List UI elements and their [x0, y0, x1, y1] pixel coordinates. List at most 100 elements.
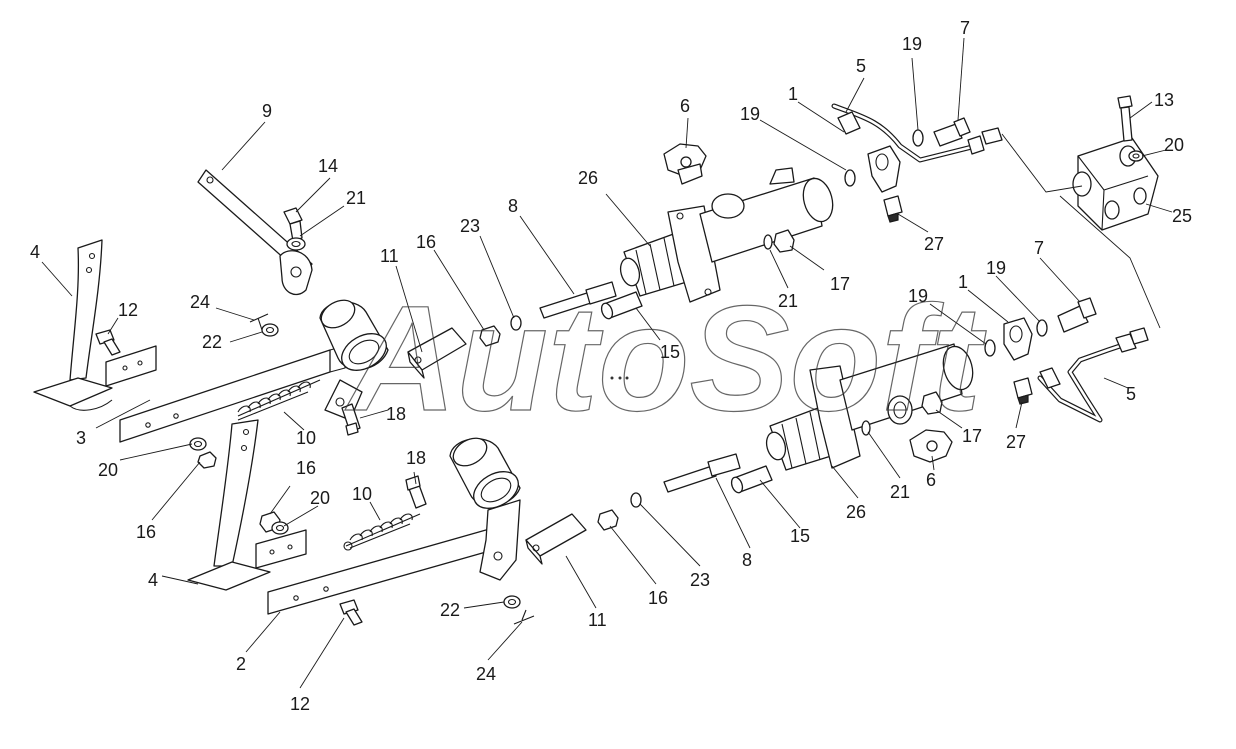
reservoir-cap-6-upper	[663, 143, 707, 185]
washer-23-lower	[630, 492, 642, 508]
banjo-fitting-1-lower	[1003, 317, 1033, 361]
callout-21: 21	[778, 291, 798, 311]
master-cylinder-26-lower	[765, 343, 974, 471]
callout-5: 5	[1126, 384, 1136, 404]
callout-16: 16	[648, 588, 668, 608]
bolt-12-upper	[95, 329, 121, 356]
valve-block-25	[1072, 137, 1159, 231]
pin-15-lower	[730, 465, 773, 494]
callout-7: 7	[1034, 238, 1044, 258]
callout-20: 20	[1164, 135, 1184, 155]
callout-12: 12	[290, 694, 310, 714]
washer-22-upper	[261, 323, 279, 337]
pedal-lever-upper	[33, 239, 113, 411]
pin-18-upper	[341, 403, 361, 436]
callout-13: 13	[1154, 90, 1174, 110]
push-rod-8-lower	[663, 453, 741, 493]
hollow-bolt-7-upper	[933, 117, 971, 147]
reservoir-cap-6-lower	[909, 429, 953, 463]
callout-4: 4	[30, 242, 40, 262]
callout-1: 1	[958, 272, 968, 292]
callout-15: 15	[660, 342, 680, 362]
cotter-24-upper	[249, 313, 269, 331]
pin-15-upper	[600, 291, 643, 320]
callout-12: 12	[118, 300, 138, 320]
callout-14: 14	[318, 156, 338, 176]
washer-20-left	[189, 437, 207, 451]
washer-23-upper	[510, 315, 522, 331]
leader-lines	[41, 37, 1173, 689]
callout-19: 19	[986, 258, 1006, 278]
callout-11: 11	[588, 610, 607, 630]
callout-23: 23	[690, 570, 710, 590]
callout-16: 16	[136, 522, 156, 542]
washer-22-lower	[503, 595, 521, 609]
callout-22: 22	[202, 332, 222, 352]
pin-18-lower	[405, 475, 427, 509]
pedal-arm-lower	[255, 525, 501, 615]
callout-16: 16	[416, 232, 436, 252]
bleeder-27-lower	[1013, 377, 1033, 405]
washer-19-upper-left	[844, 169, 856, 187]
callout-9: 9	[262, 101, 272, 121]
bolt-14	[283, 207, 303, 242]
callout-16: 16	[296, 458, 316, 478]
bolt-13	[1117, 95, 1133, 142]
nut-16-lower	[597, 509, 619, 531]
callout-18: 18	[406, 448, 426, 468]
callout-27: 27	[924, 234, 944, 254]
nut-17-upper	[773, 229, 795, 253]
callout-19: 19	[740, 104, 760, 124]
callout-20: 20	[98, 460, 118, 480]
washer-19-lower-left	[984, 339, 996, 357]
callout-3: 3	[76, 428, 86, 448]
callout-2: 2	[236, 654, 246, 674]
ring-21-lower	[861, 420, 871, 436]
callout-8: 8	[508, 196, 518, 216]
watermark-dots	[610, 376, 629, 380]
callout-8: 8	[742, 550, 752, 570]
master-cylinder-26-upper	[619, 167, 834, 303]
pull-rod	[197, 169, 313, 295]
nut-16-upper	[479, 325, 501, 347]
washer-21-upper	[286, 237, 306, 251]
callout-6: 6	[680, 96, 690, 116]
callout-25: 25	[1172, 206, 1192, 226]
callout-21: 21	[890, 482, 910, 502]
brake-pipe-5-upper	[831, 103, 1003, 163]
callout-6: 6	[926, 470, 936, 490]
pedal-lever-lower	[187, 419, 271, 591]
callout-19: 19	[908, 286, 928, 306]
banjo-fitting-1-upper	[867, 145, 901, 193]
watermark-text: AutoSoft	[344, 274, 987, 442]
callout-17: 17	[962, 426, 982, 446]
bolt-12-lower	[339, 599, 363, 626]
nut-17-lower	[921, 391, 943, 415]
callout-26: 26	[846, 502, 866, 522]
return-spring-lower	[343, 513, 421, 551]
washer-20-right	[1128, 150, 1144, 162]
callout-18: 18	[386, 404, 406, 424]
callout-1: 1	[788, 84, 798, 104]
callout-23: 23	[460, 216, 480, 236]
callout-26: 26	[578, 168, 598, 188]
callout-15: 15	[790, 526, 810, 546]
callout-10: 10	[352, 484, 372, 504]
washer-20-lower	[271, 521, 289, 535]
callout-24: 24	[190, 292, 210, 312]
push-rod-8-upper	[539, 281, 617, 319]
ring-21-upper	[763, 234, 773, 250]
return-spring-upper	[237, 379, 321, 421]
callout-17: 17	[830, 274, 850, 294]
callout-27: 27	[1006, 432, 1026, 452]
callout-11: 11	[380, 246, 399, 266]
bleeder-27-upper	[883, 195, 903, 223]
callout-24: 24	[476, 664, 496, 684]
callout-5: 5	[856, 56, 866, 76]
cotter-24-lower	[513, 609, 535, 625]
hollow-bolt-7-lower	[1057, 297, 1097, 333]
brake-pipe-5-lower	[1037, 327, 1149, 423]
nut-16-left	[197, 451, 217, 469]
washer-19-upper-right	[912, 129, 924, 147]
